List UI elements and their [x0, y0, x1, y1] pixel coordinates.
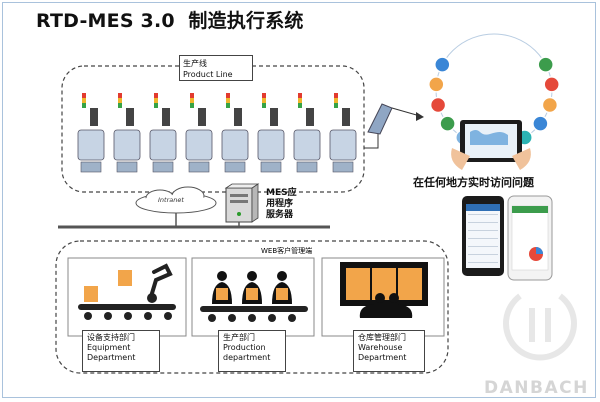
arrow-line [391, 107, 421, 117]
robot-arm-icon [78, 263, 176, 320]
machine-icon [77, 93, 105, 173]
worker-icon [242, 271, 262, 304]
production-line-cn: 生产线 [183, 59, 207, 68]
machine-group [77, 93, 357, 173]
tablet-icon [451, 120, 531, 170]
production-line-label: 生产线 Product Line [179, 55, 253, 81]
machine-icon [149, 93, 177, 173]
mes-server-icon [224, 183, 260, 223]
cloud-app-icon [429, 96, 447, 114]
equipment-en2: Department [87, 353, 136, 362]
web-client-label: WEB客户管理端 [258, 246, 316, 256]
production-cn: 生产部门 [223, 333, 255, 342]
connector-line [364, 128, 379, 149]
arrow-head-icon [416, 112, 424, 121]
cloud-app-icon [543, 76, 560, 93]
cloud-app-icon [541, 96, 559, 114]
warehouse-department-label: 仓库管理部门 Warehouse Department [353, 330, 425, 372]
mes-server-line3: 服务器 [266, 210, 294, 220]
page-title: RTD-MES 3.0 制造执行系统 [36, 10, 304, 32]
cloud-app-icon [439, 115, 456, 132]
production-line-en: Product Line [183, 70, 233, 79]
cloud-app-icon [537, 56, 554, 73]
brand-watermark: DANBACH [484, 378, 589, 398]
worker-icon [272, 271, 292, 304]
warehouse-monitor-icon [340, 262, 428, 318]
equipment-cn: 设备支持部门 [87, 333, 135, 342]
mes-server-label: MES应 用程序 服务器 [266, 188, 297, 221]
warehouse-cn: 仓库管理部门 [358, 333, 406, 342]
danbach-logo-icon [503, 293, 577, 361]
intranet-label: Intranet [158, 196, 184, 204]
intranet-cloud-icon [135, 186, 217, 214]
smartphone-dark-icon [462, 196, 504, 276]
machine-icon [113, 93, 141, 173]
equipment-en1: Equipment [87, 343, 131, 352]
warehouse-en2: Department [358, 353, 407, 362]
outer-frame [2, 2, 596, 398]
handheld-device-icon [367, 103, 393, 135]
cloud-app-icon [428, 76, 445, 93]
machine-icon [185, 93, 213, 173]
production-department-label: 生产部门 Production department [218, 330, 286, 372]
cloud-app-icon [434, 56, 451, 73]
machine-icon [221, 93, 249, 173]
machine-icon [293, 93, 321, 173]
workers-icon [200, 271, 308, 322]
production-en1: Production [223, 343, 266, 352]
remote-access-caption: 在任何地方实时访问问题 [413, 176, 534, 189]
machine-icon [329, 93, 357, 173]
production-en2: department [223, 353, 271, 362]
mes-server-line2: 用程序 [266, 199, 294, 209]
warehouse-en1: Warehouse [358, 343, 403, 352]
worker-icon [212, 271, 232, 304]
web-client-container [55, 240, 449, 374]
equipment-department-label: 设备支持部门 Equipment Department [82, 330, 160, 372]
production-line-container [61, 65, 365, 193]
machine-icon [257, 93, 285, 173]
mes-server-line1: MES应 [266, 188, 297, 198]
smartphone-white-icon [507, 195, 553, 281]
cloud-app-icon [532, 115, 549, 132]
